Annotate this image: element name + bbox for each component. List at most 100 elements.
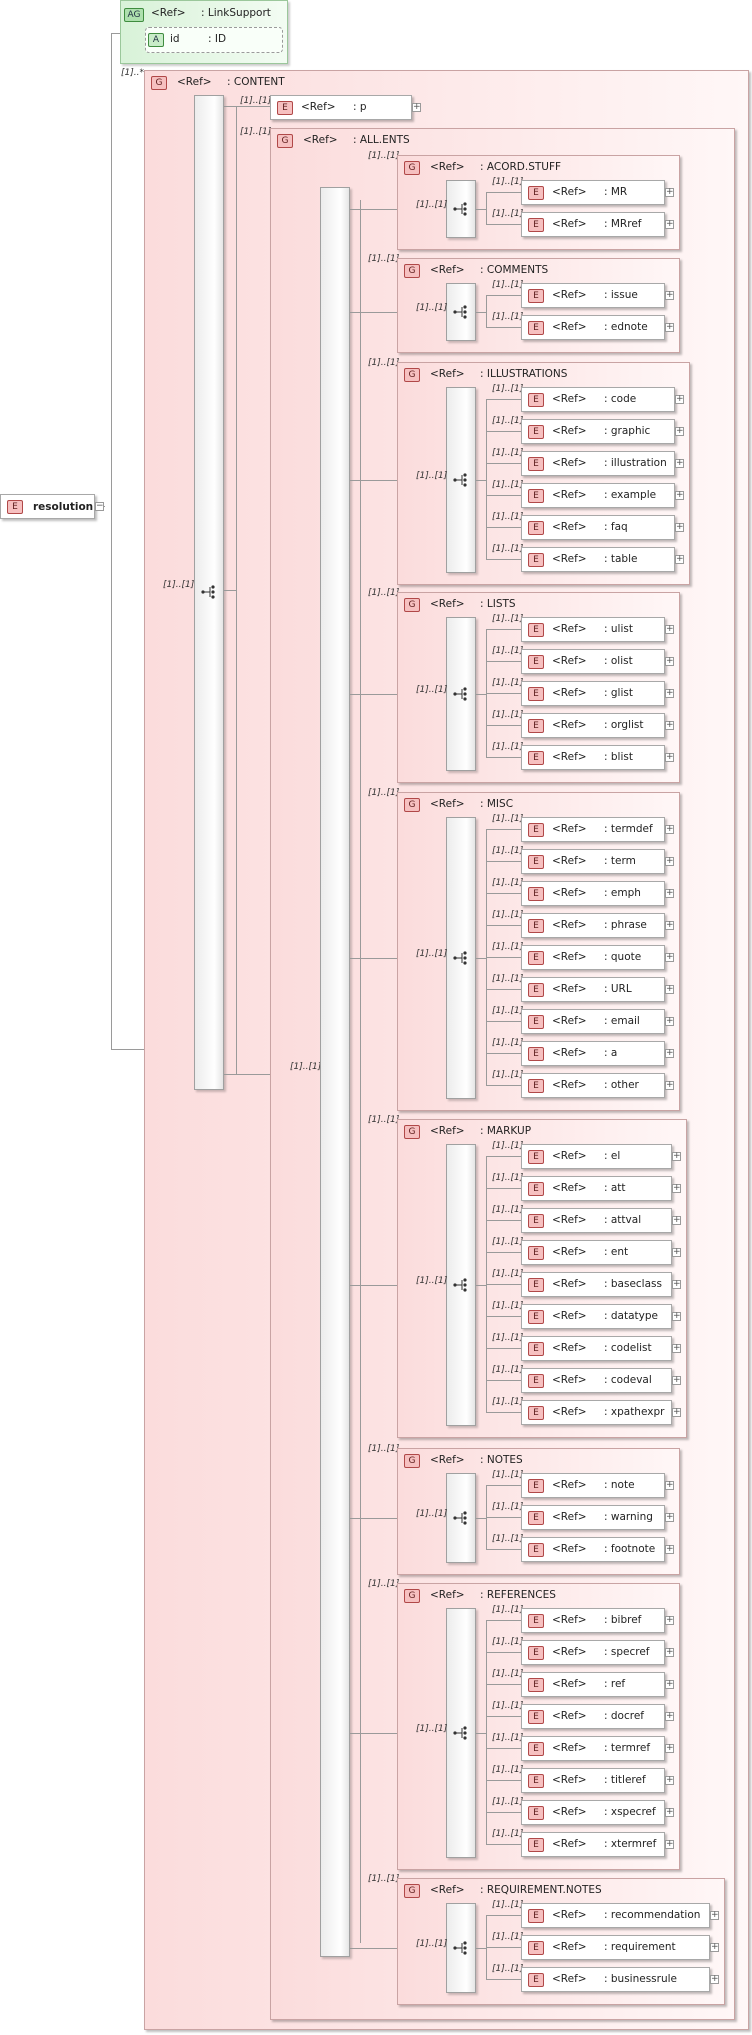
element-termdef[interactable]: E<Ref>: termdef <box>521 817 665 842</box>
element-xtermref[interactable]: E<Ref>: xtermref <box>521 1832 665 1857</box>
element-el[interactable]: E<Ref>: el <box>521 1144 672 1169</box>
element-att[interactable]: E<Ref>: att <box>521 1176 672 1201</box>
expand-icon[interactable]: + <box>665 1544 674 1554</box>
expand-icon[interactable]: + <box>672 1343 681 1353</box>
element-note[interactable]: E<Ref>: note <box>521 1473 665 1498</box>
element-termref[interactable]: E<Ref>: termref <box>521 1736 665 1761</box>
expand-icon[interactable]: + <box>665 824 674 834</box>
element-faq[interactable]: E<Ref>: faq <box>521 515 675 540</box>
expand-icon[interactable]: + <box>665 888 674 898</box>
expand-icon[interactable]: + <box>665 1839 674 1849</box>
expand-icon[interactable]: + <box>665 219 674 229</box>
element-phrase[interactable]: E<Ref>: phrase <box>521 913 665 938</box>
expand-icon[interactable]: + <box>665 752 674 762</box>
expand-icon[interactable]: + <box>710 1942 719 1952</box>
element-baseclass[interactable]: E<Ref>: baseclass <box>521 1272 672 1297</box>
expand-icon[interactable]: + <box>665 1807 674 1817</box>
expand-icon[interactable]: + <box>672 1183 681 1193</box>
expand-icon[interactable]: + <box>665 322 674 332</box>
expand-icon[interactable]: + <box>665 720 674 730</box>
element-warning[interactable]: E<Ref>: warning <box>521 1505 665 1530</box>
expand-icon[interactable]: + <box>665 1080 674 1090</box>
expand-icon[interactable]: + <box>710 1974 719 1984</box>
expand-icon[interactable]: + <box>675 522 684 532</box>
expand-icon[interactable]: + <box>665 656 674 666</box>
element-ref[interactable]: E<Ref>: ref <box>521 1672 665 1697</box>
element-xpathexpr[interactable]: E<Ref>: xpathexpr <box>521 1400 672 1425</box>
element-blist[interactable]: E<Ref>: blist <box>521 745 665 770</box>
expand-icon[interactable]: + <box>672 1279 681 1289</box>
expand-icon[interactable]: + <box>672 1375 681 1385</box>
attribute-id[interactable]: A id : ID <box>145 27 283 53</box>
expand-icon[interactable]: + <box>675 490 684 500</box>
element-illustration[interactable]: E<Ref>: illustration <box>521 451 675 476</box>
element-ednote[interactable]: E<Ref>: ednote <box>521 315 665 340</box>
element-p[interactable]: E <Ref> : p <box>270 95 412 120</box>
expand-icon[interactable]: + <box>665 1048 674 1058</box>
element-a[interactable]: E<Ref>: a <box>521 1041 665 1066</box>
element-requirement[interactable]: E<Ref>: requirement <box>521 1935 710 1960</box>
expand-icon[interactable]: + <box>675 394 684 404</box>
expand-icon[interactable]: + <box>665 984 674 994</box>
expand-icon[interactable]: + <box>665 688 674 698</box>
element-bibref[interactable]: E<Ref>: bibref <box>521 1608 665 1633</box>
element-recommendation[interactable]: E<Ref>: recommendation <box>521 1903 710 1928</box>
element-footnote[interactable]: E<Ref>: footnote <box>521 1537 665 1562</box>
expand-icon[interactable]: + <box>665 624 674 634</box>
element-example[interactable]: E<Ref>: example <box>521 483 675 508</box>
element-other[interactable]: E<Ref>: other <box>521 1073 665 1098</box>
expand-icon[interactable]: + <box>665 856 674 866</box>
element-specref[interactable]: E<Ref>: specref <box>521 1640 665 1665</box>
attribute-group-linksupport[interactable]: AG <Ref> : LinkSupport A id : ID <box>120 0 288 64</box>
expand-icon[interactable]: + <box>665 1743 674 1753</box>
expand-icon[interactable]: + <box>672 1311 681 1321</box>
expand-icon[interactable]: + <box>665 290 674 300</box>
expand-icon[interactable]: + <box>665 1679 674 1689</box>
element-issue[interactable]: E<Ref>: issue <box>521 283 665 308</box>
element-datatype[interactable]: E<Ref>: datatype <box>521 1304 672 1329</box>
element-codeval[interactable]: E<Ref>: codeval <box>521 1368 672 1393</box>
element-ent[interactable]: E<Ref>: ent <box>521 1240 672 1265</box>
expand-icon[interactable]: + <box>672 1215 681 1225</box>
element-codelist[interactable]: E<Ref>: codelist <box>521 1336 672 1361</box>
element-mrref[interactable]: E<Ref>: MRref <box>521 212 665 237</box>
root-element-resolution[interactable]: E resolution <box>0 494 95 519</box>
expand-icon[interactable]: + <box>710 1910 719 1920</box>
element-businessrule[interactable]: E<Ref>: businessrule <box>521 1967 710 1992</box>
element-graphic[interactable]: E<Ref>: graphic <box>521 419 675 444</box>
expand-icon[interactable]: + <box>665 1480 674 1490</box>
expand-icon[interactable]: + <box>675 554 684 564</box>
element-email[interactable]: E<Ref>: email <box>521 1009 665 1034</box>
expand-icon[interactable]: + <box>672 1247 681 1257</box>
expand-icon[interactable]: + <box>672 1151 681 1161</box>
expand-icon[interactable]: + <box>675 426 684 436</box>
element-quote[interactable]: E<Ref>: quote <box>521 945 665 970</box>
expand-icon[interactable]: + <box>665 1647 674 1657</box>
expand-icon[interactable]: + <box>665 952 674 962</box>
expand-icon[interactable]: + <box>665 1615 674 1625</box>
element-mr[interactable]: E<Ref>: MR <box>521 180 665 205</box>
expand-icon[interactable]: + <box>665 1775 674 1785</box>
element-orglist[interactable]: E<Ref>: orglist <box>521 713 665 738</box>
element-olist[interactable]: E<Ref>: olist <box>521 649 665 674</box>
element-xspecref[interactable]: E<Ref>: xspecref <box>521 1800 665 1825</box>
element-attval[interactable]: E<Ref>: attval <box>521 1208 672 1233</box>
expand-icon[interactable]: + <box>672 1407 681 1417</box>
expand-icon[interactable]: + <box>412 102 421 112</box>
element-titleref[interactable]: E<Ref>: titleref <box>521 1768 665 1793</box>
element-table[interactable]: E<Ref>: table <box>521 547 675 572</box>
expand-icon[interactable]: + <box>665 1016 674 1026</box>
element-term[interactable]: E<Ref>: term <box>521 849 665 874</box>
expand-icon[interactable]: + <box>665 920 674 930</box>
element-emph[interactable]: E<Ref>: emph <box>521 881 665 906</box>
element-url[interactable]: E<Ref>: URL <box>521 977 665 1002</box>
expand-icon[interactable]: + <box>665 1711 674 1721</box>
element-code[interactable]: E<Ref>: code <box>521 387 675 412</box>
expand-icon[interactable]: + <box>675 458 684 468</box>
element-docref[interactable]: E<Ref>: docref <box>521 1704 665 1729</box>
element-glist[interactable]: E<Ref>: glist <box>521 681 665 706</box>
expand-icon[interactable]: − <box>95 501 104 511</box>
expand-icon[interactable]: + <box>665 187 674 197</box>
element-ulist[interactable]: E<Ref>: ulist <box>521 617 665 642</box>
expand-icon[interactable]: + <box>665 1512 674 1522</box>
